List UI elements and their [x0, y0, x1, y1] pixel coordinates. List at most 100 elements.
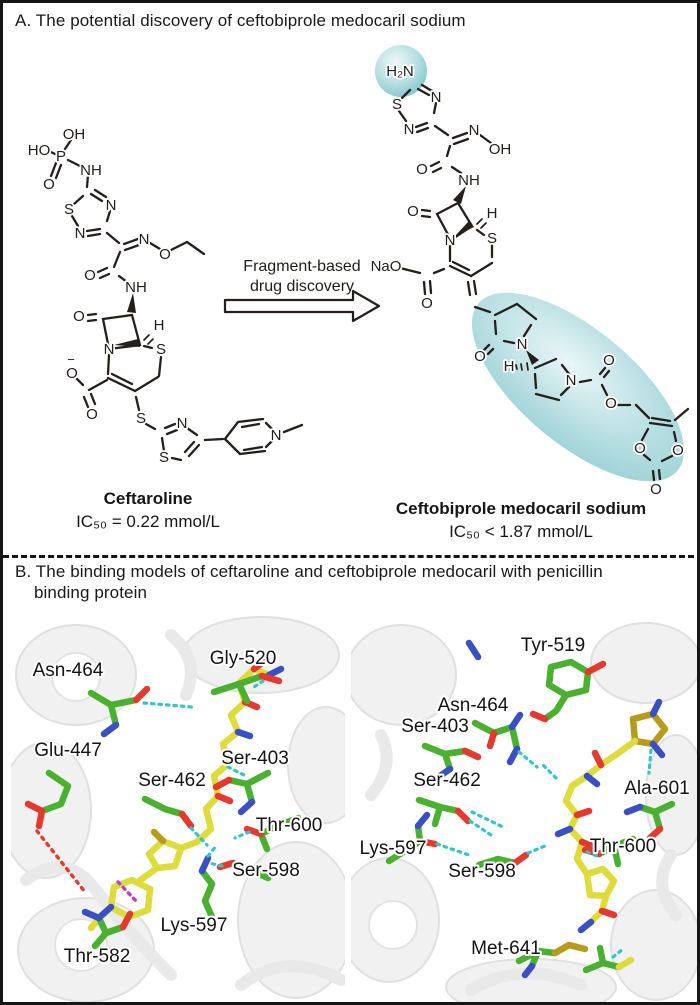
residue-label: Ser-403: [401, 716, 469, 737]
atom-label-n3-thiadiazole-r: N: [431, 89, 442, 106]
atom-label-n3-thiadiazole: N: [106, 197, 117, 214]
atom-label-n-lactam-r: N: [445, 232, 456, 249]
residue-sticks-tyr519: [465, 639, 607, 723]
residue-label: Ser-598: [232, 860, 300, 881]
atom-label-oh-oxime: OH: [489, 141, 512, 158]
panel-divider: [3, 555, 697, 558]
residue-sticks-met641: [515, 941, 635, 979]
atom-label-h-stereo: H: [504, 358, 515, 375]
atom-label-o-dioxolone: O: [650, 481, 662, 498]
residue-label: Thr-600: [256, 815, 323, 836]
residue-sticks-ser403: [212, 769, 272, 816]
medocaril-highlight-ellipse: [471, 292, 685, 482]
atom-label-charge-minus: −: [67, 352, 75, 367]
residue-label: Asn-464: [438, 695, 509, 716]
ceftobiprole-structure: H₂N S N N N OH O NH O H N S NaO O O N H …: [369, 45, 690, 500]
residue-sticks-ser462: [415, 796, 472, 828]
atom-label-n-oxime: N: [139, 231, 150, 248]
hydrogen-bonds: [435, 748, 653, 959]
atom-label-h2n: H₂N: [386, 63, 414, 80]
atom-label-n4-thiadiazole-r: N: [404, 121, 415, 138]
atom-label-s-thiadiazole: S: [64, 201, 74, 218]
panel-b-title-line2: binding protein: [34, 583, 148, 602]
arrow-shape: [223, 289, 381, 323]
arrow-label-line2: drug discovery: [250, 278, 354, 295]
salt-bridge-dash: [35, 829, 87, 894]
ceftaroline-ic50: IC₅₀ = 0.22 mmol/L: [76, 512, 220, 531]
residue-label: Glu-447: [34, 740, 102, 761]
atom-label-o-amide-r: O: [416, 161, 428, 178]
arrow-label-line1: Fragment-based: [243, 258, 360, 275]
residue-sticks-asn464: [471, 711, 524, 766]
atom-label-o-ester: O: [605, 395, 617, 412]
residue-sticks-ser598: [475, 851, 530, 869]
atom-label-s-thiazole: S: [159, 449, 169, 466]
panel-a-title: A. The potential discovery of ceftobipro…: [15, 11, 466, 30]
atom-label-n-oxime-r: N: [469, 122, 480, 139]
atom-label-n-thiazole: N: [177, 415, 188, 432]
residue-label: Met-641: [471, 938, 541, 959]
atom-label-o-lactam-r: O: [407, 203, 419, 220]
atom-label-n-pyrrolidinone: N: [517, 336, 528, 353]
residue-label: Gly-520: [210, 648, 277, 669]
residue-labels-right: Tyr-519 Asn-464 Ser-403 Ser-462 Ala-601 …: [358, 633, 692, 961]
residue-sticks-lys597: [385, 811, 439, 865]
atom-label-o-amide: O: [84, 267, 96, 284]
hydrogen-bonds: [142, 679, 265, 868]
atom-label-nh-amide-r: NH: [458, 172, 480, 189]
residue-label: Asn-464: [33, 660, 104, 681]
binding-model-left: Asn-464 Gly-520 Glu-447 Ser-403 Ser-462 …: [11, 616, 345, 1002]
atom-label-nao: NaO: [371, 258, 402, 275]
panel-a-graphics: OH HO P O NH S N N N O O NH O H N S − O …: [26, 45, 690, 500]
atom-label-o-lactam: O: [73, 308, 85, 325]
residue-label: Ser-403: [221, 748, 289, 769]
residue-sticks-ser462: [141, 795, 195, 830]
residue-sticks-lys597: [198, 854, 216, 921]
binding-model-right: Tyr-519 Asn-464 Ser-403 Ser-462 Ala-601 …: [351, 622, 697, 1002]
protein-cartoon: [11, 616, 345, 1002]
atom-label-n-lactam: N: [104, 341, 115, 358]
residue-label: Thr-600: [590, 836, 657, 857]
residue-label: Ser-598: [448, 861, 516, 882]
residue-label: Lys-597: [360, 838, 427, 859]
atom-label-o-pyrrolidinone: O: [474, 348, 486, 365]
residue-label: Ala-601: [624, 778, 690, 799]
residue-sticks-ser403: [421, 742, 482, 780]
atom-label-nh-phos: NH: [80, 162, 102, 179]
residue-sticks-asn464: [87, 685, 151, 738]
atom-label-o-oxime: O: [159, 246, 171, 263]
atom-label-nh-amide: NH: [125, 279, 147, 296]
atom-label-ho: HO: [28, 142, 51, 159]
ligand-ceftobiprole-sticks: [554, 698, 669, 934]
atom-label-s-thioether: S: [136, 410, 146, 427]
atom-label-o-dioxole-left: O: [634, 440, 646, 457]
atom-label-o-carbamate-dbl: O: [603, 352, 615, 369]
atom-label-n-pyridinium: N: [271, 427, 282, 444]
panel-b-title-line1: B. The binding models of ceftaroline and…: [15, 562, 603, 581]
residue-label: Ser-462: [138, 770, 206, 791]
atom-label-oh: OH: [63, 126, 86, 143]
residue-label: Tyr-519: [521, 635, 585, 656]
residue-sticks-ala601: [623, 800, 676, 842]
residue-sticks-thr582: [81, 908, 134, 950]
atom-label-o-carboxyl-dbl: O: [86, 406, 98, 423]
atom-label-s-thiazine-r: S: [487, 230, 497, 247]
atom-label-s-thiazine: S: [156, 341, 166, 358]
ceftobiprole-ic50: IC₅₀ < 1.87 mmol/L: [449, 522, 593, 541]
ceftobiprole-name: Ceftobiprole medocaril sodium: [395, 499, 647, 518]
residue-sticks-gly520: [210, 672, 283, 705]
ceftaroline-structure: OH HO P O NH S N N N O O NH O H N S − O …: [26, 124, 304, 468]
residue-label: Lys-597: [161, 915, 228, 936]
atom-label-h-c6-r: H: [487, 205, 498, 222]
residue-sticks-thr600: [243, 814, 302, 853]
residue-label: Thr-582: [64, 946, 131, 967]
cation-pi-dash: [116, 880, 139, 904]
residue-labels-left: Asn-464 Gly-520 Glu-447 Ser-403 Ser-462 …: [31, 646, 325, 969]
amino-highlight-circle: [375, 45, 427, 97]
ceftaroline-name: Ceftaroline: [103, 489, 193, 508]
atom-label-o-carboxyl-dbl-r: O: [421, 295, 433, 312]
atom-label-o-dioxole-right: O: [672, 442, 684, 459]
atom-label-n4-thiadiazole: N: [75, 225, 86, 242]
atom-label-o-phos: O: [43, 176, 55, 193]
